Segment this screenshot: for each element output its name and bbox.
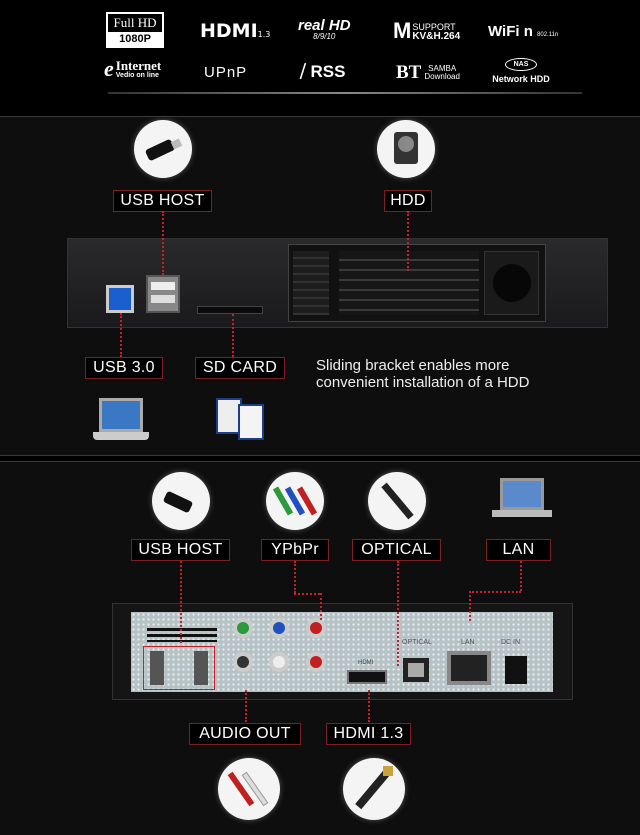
optical-leader <box>397 561 399 666</box>
hdmi-label: HDMI 1.3 <box>326 723 411 745</box>
panel-hdmi-text: HDMI <box>358 660 374 666</box>
ypbpr-leader <box>294 561 296 593</box>
sd-card-leader <box>232 314 234 357</box>
lan-laptop-icon <box>492 478 552 522</box>
usb-ports-box <box>143 646 215 690</box>
lan-label: LAN <box>486 539 551 561</box>
vent-slots <box>147 628 217 642</box>
back-usb-host-label: USB HOST <box>131 539 230 561</box>
panel-lan-text: LAN <box>461 639 475 646</box>
hdd-icon <box>377 120 435 178</box>
back-panel-device: HDMI OPTICAL LAN DC IN <box>112 603 573 700</box>
laptop-icon <box>93 398 149 444</box>
usb-host-label: USB HOST <box>113 190 212 212</box>
optical-cable-icon <box>368 472 426 530</box>
usb-stick-icon <box>134 120 192 178</box>
lan-leader-h <box>469 591 521 593</box>
hdmi-port <box>347 670 387 684</box>
usb3-leader <box>120 313 122 357</box>
rss-icon: ⧸ <box>300 62 306 81</box>
audio-leader <box>245 690 247 722</box>
hdmi-leader <box>368 690 370 722</box>
ie-icon: e <box>104 56 114 81</box>
optical-label: OPTICAL <box>352 539 441 561</box>
usb3-port <box>106 285 134 313</box>
sd-card-slot <box>197 306 263 314</box>
usb3-label: USB 3.0 <box>85 357 163 379</box>
divider <box>108 92 582 94</box>
hdd-label: HDD <box>384 190 432 212</box>
panel-optical-text: OPTICAL <box>402 639 432 646</box>
sd-card-icon <box>216 394 272 440</box>
usb-host-ports <box>146 275 180 313</box>
nas-logo: NAS Network HDD <box>490 58 552 84</box>
optical-port <box>403 658 429 682</box>
hdmi-cable-icon <box>343 758 405 820</box>
back-usb-leader <box>180 561 182 643</box>
audio-out-label: AUDIO OUT <box>189 723 301 745</box>
lan-leader-2 <box>469 591 471 621</box>
usb-stick-icon <box>152 472 210 530</box>
panel-dcin-text: DC IN <box>501 639 521 646</box>
ypbpr-leader-2 <box>320 593 322 620</box>
usb-host-leader <box>162 211 164 275</box>
hdmi-logo: HDMI1.3 <box>200 20 271 42</box>
ypbpr-cable-icon <box>266 472 324 530</box>
wifi-logo: WiFi n 802.11n <box>488 23 559 40</box>
ypbpr-leader-h <box>294 593 320 595</box>
fullhd-logo: Full HD 1080P <box>106 12 164 48</box>
sd-card-label: SD CARD <box>195 357 285 379</box>
hdd-bay <box>288 244 546 322</box>
rss-logo: ⧸ RSS <box>300 62 346 81</box>
lan-port <box>447 651 491 685</box>
lan-leader <box>520 561 522 591</box>
upnp-logo: UPnP <box>204 64 248 81</box>
ypbpr-label: YPbPr <box>261 539 329 561</box>
dc-in-port <box>505 656 527 684</box>
rca-cable-icon <box>218 758 280 820</box>
hdd-leader <box>407 211 409 271</box>
